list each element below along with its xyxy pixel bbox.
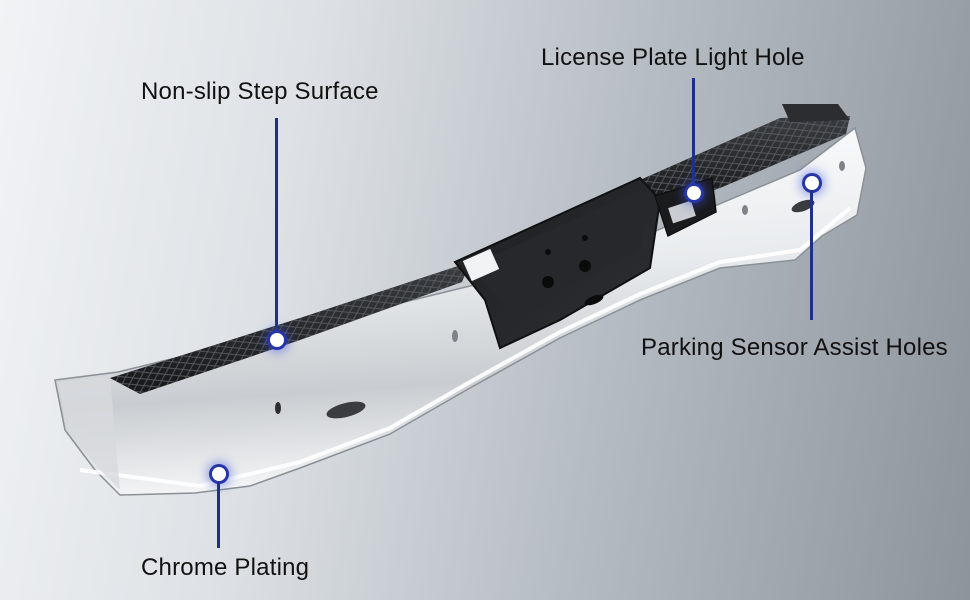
callout-step-surface-marker <box>270 333 284 347</box>
callout-parking-sensor-leader <box>810 190 813 320</box>
callout-license-plate-marker <box>687 186 701 200</box>
chrome-face <box>54 126 867 496</box>
callout-chrome-leader <box>217 482 220 548</box>
callout-chrome-label: Chrome Plating <box>141 554 310 581</box>
callout-parking-sensor-label: Parking Sensor Assist Holes <box>641 334 948 361</box>
callout-license-plate-leader <box>692 78 695 190</box>
callout-chrome-marker <box>212 467 226 481</box>
callout-step-surface-leader <box>275 118 278 338</box>
callout-parking-sensor-marker <box>805 176 819 190</box>
callout-step-surface-label: Non-slip Step Surface <box>141 78 379 105</box>
callout-license-plate-label: License Plate Light Hole <box>541 44 805 71</box>
